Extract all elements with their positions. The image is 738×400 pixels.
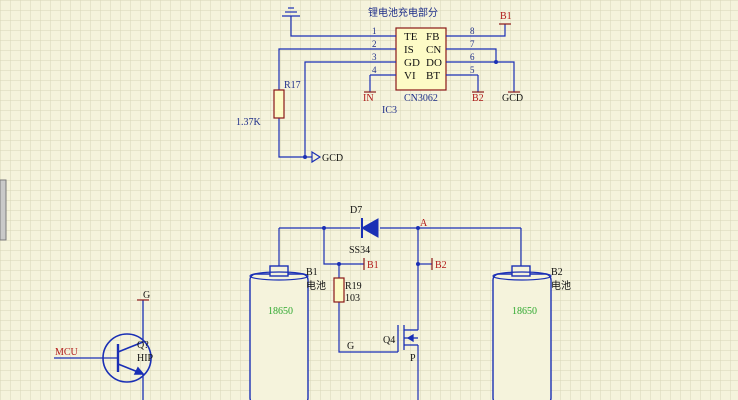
transistor-top-net: G — [143, 290, 150, 301]
junction-dot — [494, 60, 498, 64]
ic3-pin-name: TE — [404, 31, 418, 43]
ic3-pin-name: DO — [426, 57, 442, 69]
q4-ref: Q4 — [383, 335, 395, 346]
ic3-pin-num: 7 — [470, 39, 475, 49]
ic3-pin-num: 1 — [372, 26, 377, 36]
resistor-r19[interactable] — [333, 277, 345, 303]
transistor-base-net: MCU — [55, 347, 79, 358]
junction-dot — [322, 226, 326, 230]
ic3-pin-name: BT — [426, 70, 440, 82]
r19-ref: R19 — [345, 281, 362, 292]
r17-ref: R17 — [284, 80, 301, 91]
net-label-b2: B2 — [472, 93, 484, 104]
net-label-in: IN — [363, 93, 374, 104]
net-label-b1-left: B1 — [367, 260, 379, 271]
ic3-pin-num: 5 — [470, 65, 475, 75]
net-label-b2-mid: B2 — [435, 260, 447, 271]
gcd-port-arrow-icon — [311, 150, 322, 164]
ic3-pin-name: IS — [404, 44, 414, 56]
transistor-wires — [54, 300, 144, 400]
battery-b1[interactable] — [249, 265, 309, 400]
battery-wires — [278, 227, 522, 400]
q4-pin-g: G — [347, 341, 354, 352]
ground-symbol-top — [282, 7, 300, 35]
d7-part: SS34 — [349, 245, 370, 256]
ic3-title: 锂电池充电部分 — [368, 6, 438, 19]
d7-ref: D7 — [350, 205, 362, 216]
ic3-pin-num: 2 — [372, 39, 377, 49]
left-edge-handle[interactable] — [0, 179, 7, 241]
ic3-pin-num: 4 — [372, 65, 377, 75]
diode-d7[interactable] — [360, 218, 379, 238]
q4-pin-p: P — [410, 353, 416, 364]
ic3-chip-body[interactable] — [395, 27, 447, 91]
battery-b1-ref: B1 — [306, 267, 318, 278]
r19-value: 103 — [345, 293, 360, 304]
resistor-r17[interactable] — [273, 89, 285, 119]
ic3-pin-num: 6 — [470, 52, 475, 62]
ic3-pin-name: FB — [426, 31, 439, 43]
battery-b1-model: 18650 — [268, 306, 293, 317]
junction-dot — [303, 155, 307, 159]
ic3-pin-num: 3 — [372, 52, 377, 62]
transistor-type: HIP — [137, 353, 154, 364]
battery-b1-type: 电池 — [306, 279, 326, 292]
transistor-q[interactable] — [102, 333, 152, 383]
transistor-ref: Q? — [137, 340, 149, 351]
gcd-port-label: GCD — [322, 153, 343, 164]
ic3-part-label: CN3062 — [404, 93, 438, 104]
battery-b2-type: 电池 — [551, 279, 571, 292]
ic3-pin-num: 8 — [470, 26, 475, 36]
battery-b2-ref: B2 — [551, 267, 563, 278]
ic3-pin-name: VI — [404, 70, 416, 82]
net-label-b1: B1 — [500, 11, 512, 22]
junction-dot — [416, 226, 420, 230]
node-a-label: A — [420, 218, 428, 229]
junction-dot — [337, 262, 341, 266]
junction-dot — [416, 262, 420, 266]
net-label-gcd: GCD — [502, 93, 523, 104]
r17-value: 1.37K — [236, 117, 262, 128]
mosfet-q4[interactable] — [397, 325, 418, 352]
ic3-wires — [278, 24, 515, 158]
battery-b2-model: 18650 — [512, 306, 537, 317]
battery-b2[interactable] — [492, 265, 552, 400]
ic3-designator: IC3 — [382, 105, 397, 116]
ic3-pin-name: GD — [404, 57, 420, 69]
ic3-pin-name: CN — [426, 44, 441, 56]
